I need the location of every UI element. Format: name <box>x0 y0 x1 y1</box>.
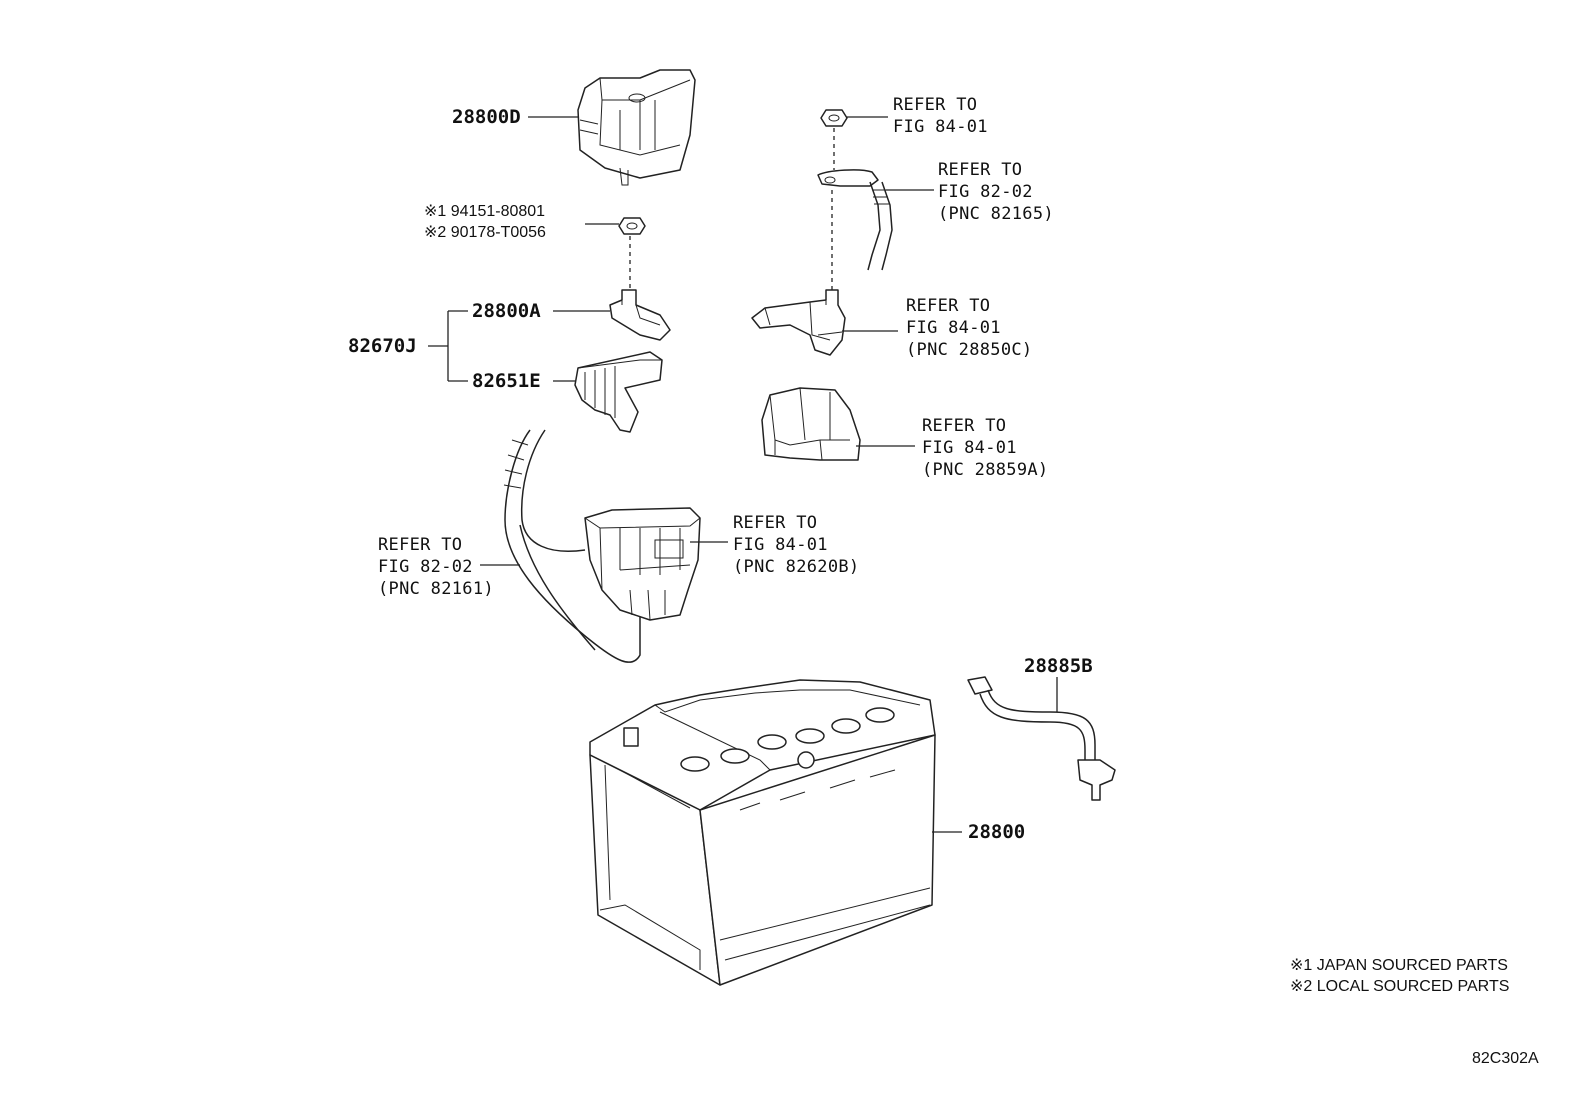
cable-top-drawing <box>817 169 893 271</box>
ref-clamp-right-line2: FIG 84-01 <box>906 318 1001 338</box>
part-number-28800D: 28800D <box>452 106 521 128</box>
nut-left-drawing <box>618 217 646 235</box>
ref-fuse-block-line1: REFER TO <box>733 513 817 533</box>
ref-cable-top-line3: (PNC 82165) <box>938 204 1054 224</box>
figure-code: 82C302A <box>1472 1050 1539 1067</box>
ref-clamp-right-line1: REFER TO <box>906 296 990 316</box>
part-number-28885B: 28885B <box>1024 655 1093 677</box>
ref-cover-right-line3: (PNC 28859A) <box>922 460 1048 480</box>
cover-82651E-drawing <box>574 351 663 433</box>
fuse-block-drawing <box>584 507 701 621</box>
legend-note-local: ※2 LOCAL SOURCED PARTS <box>1290 978 1509 995</box>
part-number-28800A: 28800A <box>472 300 541 322</box>
part-number-28800: 28800 <box>968 821 1025 843</box>
ref-cover-right-line2: FIG 84-01 <box>922 438 1017 458</box>
part-number-82670J: 82670J <box>348 335 417 357</box>
vent-hose-28885B-drawing <box>967 676 1116 801</box>
ref-fuse-block-line3: (PNC 82620B) <box>733 557 859 577</box>
cable-left-drawing <box>503 429 641 663</box>
ref-cable-top-line2: FIG 82-02 <box>938 182 1033 202</box>
ref-cable-top-line1: REFER TO <box>938 160 1022 180</box>
ref-cable-left-line3: (PNC 82161) <box>378 579 494 599</box>
ref-fuse-block-line2: FIG 84-01 <box>733 535 828 555</box>
bracket-82670J <box>428 310 468 382</box>
ref-clamp-right-line3: (PNC 28850C) <box>906 340 1032 360</box>
ref-cable-left-line2: FIG 82-02 <box>378 557 473 577</box>
nut-part-number-local: ※2 90178-T0056 <box>424 224 546 241</box>
part-number-82651E: 82651E <box>472 370 541 392</box>
clamp-right-drawing <box>751 289 846 356</box>
ref-cover-right-line1: REFER TO <box>922 416 1006 436</box>
terminal-cover-28800D-drawing <box>577 69 696 186</box>
nut-right-drawing <box>820 109 848 127</box>
nut-part-number-japan: ※1 94151-80801 <box>424 203 545 220</box>
terminal-28800A-drawing <box>609 289 671 341</box>
ref-nut-top-line2: FIG 84-01 <box>893 117 988 137</box>
cover-right-drawing <box>761 387 861 461</box>
legend-note-japan: ※1 JAPAN SOURCED PARTS <box>1290 957 1508 974</box>
battery-28800-drawing <box>589 679 936 986</box>
ref-cable-left-line1: REFER TO <box>378 535 462 555</box>
ref-nut-top-line1: REFER TO <box>893 95 977 115</box>
